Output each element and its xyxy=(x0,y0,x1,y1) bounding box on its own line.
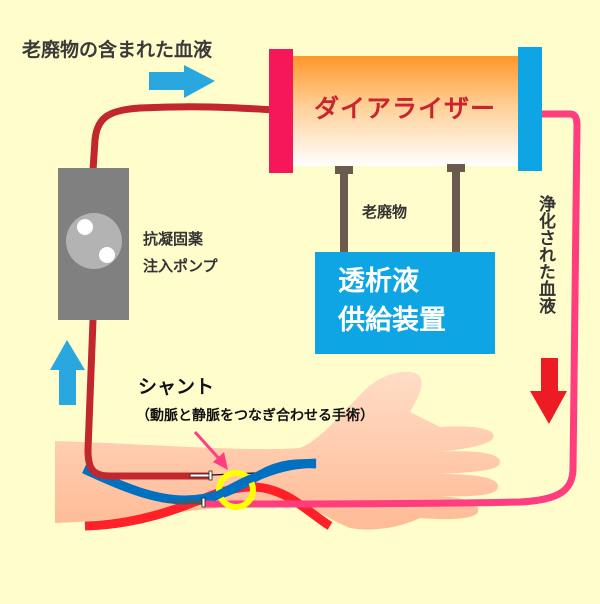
anticoagulant-pump xyxy=(58,168,129,320)
supply-label-line2: 供給装置 xyxy=(338,305,446,336)
arm-shape xyxy=(55,371,500,530)
arm-illustration xyxy=(55,371,500,530)
incoming-blood-label: 老廃物の含まれた血液 xyxy=(22,39,213,61)
dialyzer-label: ダイアライザー xyxy=(313,94,496,123)
flow-arrow-down-icon xyxy=(530,358,567,424)
dialysate-supply-box xyxy=(315,252,495,354)
purified-blood-label: 浄化された血液 xyxy=(535,195,555,314)
dialyzer xyxy=(269,47,542,173)
flow-arrow-right-icon xyxy=(149,65,215,98)
dialyzer-body xyxy=(292,56,519,166)
pump-label-line1: 抗凝固薬 xyxy=(143,230,204,248)
supply-label-line1: 透析液 xyxy=(338,266,419,297)
needle-vein xyxy=(160,497,206,508)
clean-blood-line xyxy=(204,110,581,508)
dirty-blood-line-top xyxy=(89,103,276,171)
pump-label: 抗凝固薬 注入ポンプ xyxy=(143,226,218,280)
pump-roller xyxy=(77,219,93,235)
shunt-title: シャント xyxy=(138,376,215,398)
pump-label-line2: 注入ポンプ xyxy=(143,257,218,275)
flow-arrow-up-icon xyxy=(50,340,85,405)
shunt-pointer-arrow xyxy=(193,430,228,470)
dialyzer-outlet-cap xyxy=(518,47,542,171)
pump-rotor xyxy=(66,213,122,269)
supply-label: 透析液 供給装置 xyxy=(338,262,446,340)
vein-over-shunt xyxy=(210,471,262,502)
vein-vessel-end xyxy=(257,459,317,479)
waste-tubes xyxy=(335,164,465,252)
dirty-blood-line xyxy=(84,319,210,480)
dialyzer-inlet-cap xyxy=(269,49,293,173)
waste-label: 老廃物 xyxy=(362,203,408,221)
pump-roller xyxy=(99,247,115,263)
shunt-description: （動脈と静脈をつなぎ合わせる手術） xyxy=(136,408,374,424)
